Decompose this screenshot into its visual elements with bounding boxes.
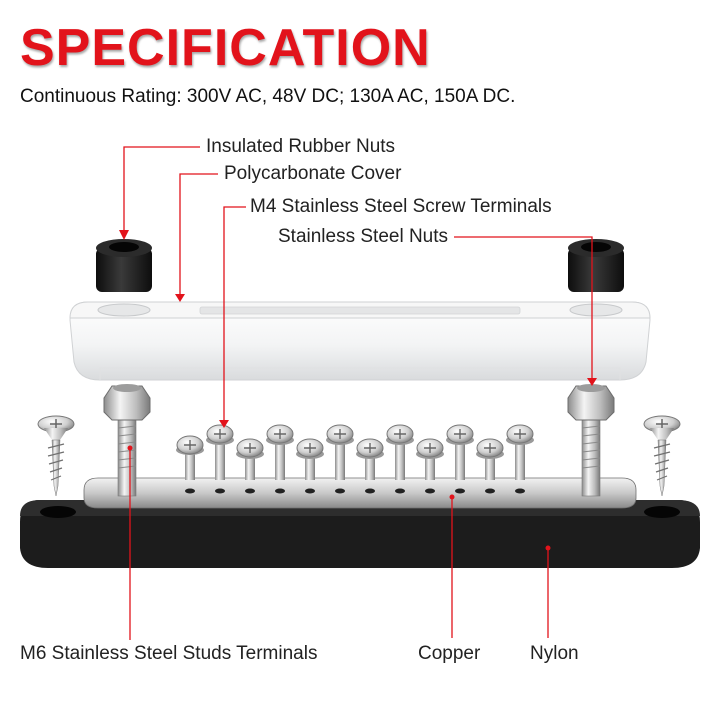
nylon-base	[20, 500, 700, 568]
screw-terminal	[206, 424, 234, 480]
leader-rubber-nuts	[119, 146, 200, 240]
leader-screw-terminals	[219, 206, 246, 428]
label-screw-terminals: M4 Stainless Steel Screw Terminals	[250, 196, 552, 217]
label-polycarbonate-cover: Polycarbonate Cover	[224, 163, 402, 184]
label-insulated-rubber-nuts: Insulated Rubber Nuts	[206, 136, 396, 157]
rubber-nut-right	[568, 239, 624, 292]
label-studs-terminals: M6 Stainless Steel Studs Terminals	[20, 643, 318, 664]
m4-screw-terminals	[176, 424, 534, 480]
screw-terminal	[266, 424, 294, 480]
screw-terminal	[506, 424, 534, 480]
mounting-screw-left	[37, 415, 75, 497]
screw-terminal	[476, 438, 504, 480]
screw-terminal	[446, 424, 474, 480]
polycarbonate-cover	[69, 301, 651, 381]
screw-terminal	[236, 438, 264, 480]
screw-terminal	[356, 438, 384, 480]
leader-nylon	[545, 545, 551, 638]
rating-subtitle: Continuous Rating: 300V AC, 48V DC; 130A…	[20, 86, 516, 107]
stud-left	[103, 384, 151, 497]
mounting-screw-right	[643, 415, 681, 497]
leader-copper	[449, 494, 455, 638]
stud-right	[567, 384, 615, 497]
leader-studs	[127, 445, 133, 640]
rubber-nut-left	[96, 239, 152, 292]
label-stainless-steel-nuts: Stainless Steel Nuts	[278, 226, 449, 247]
screw-terminal	[326, 424, 354, 480]
leader-cover	[175, 173, 218, 302]
screw-terminal	[296, 438, 324, 480]
leader-steel-nuts	[454, 236, 597, 386]
label-copper: Copper	[418, 643, 481, 664]
screw-terminal	[386, 424, 414, 480]
page-title: SPECIFICATION	[20, 19, 431, 77]
label-nylon: Nylon	[530, 643, 579, 664]
copper-busbar-plate	[83, 477, 637, 509]
leader-lines	[119, 146, 597, 640]
screw-terminal	[176, 435, 204, 480]
screw-terminal	[416, 438, 444, 480]
